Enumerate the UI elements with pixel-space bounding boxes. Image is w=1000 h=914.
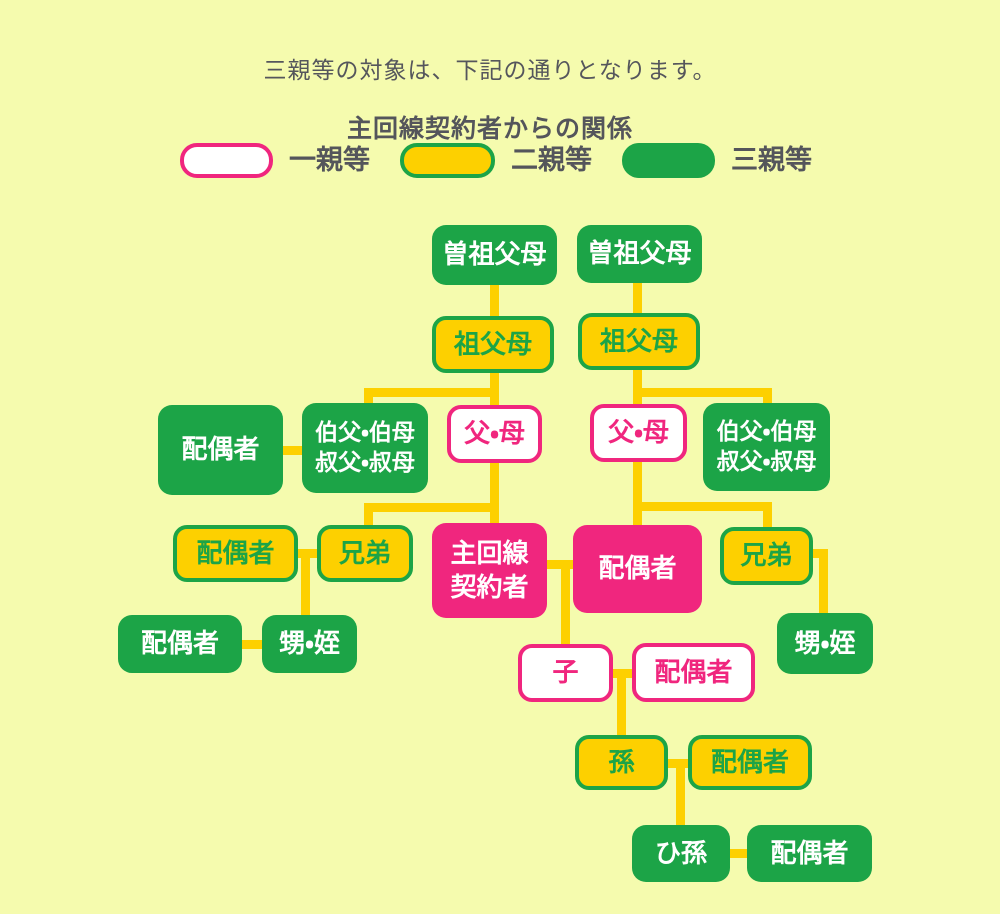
connector-line (676, 763, 685, 828)
connector-line (763, 392, 772, 406)
node-grandparents-right: 祖父母 (578, 313, 700, 370)
legend-swatch-first-degree (180, 143, 273, 178)
node-grandchild: 孫 (575, 735, 668, 790)
node-great-grandchild-spouse: 配偶者 (747, 825, 872, 882)
connector-line (637, 388, 772, 397)
connector-line (561, 564, 570, 647)
node-sibling-left: 兄弟 (317, 525, 413, 582)
node-parents-left: 父・母 (447, 405, 542, 463)
connector-line (364, 392, 373, 407)
node-grandparents-left: 祖父母 (432, 316, 554, 373)
node-nephew-niece-right: 甥・姪 (777, 613, 873, 674)
connector-line (544, 560, 576, 569)
intro-text: 三親等の対象は、下記の通りとなります。 (263, 57, 717, 83)
node-sibling-right: 兄弟 (720, 527, 813, 585)
node-sibling-spouse-left: 配偶者 (173, 525, 298, 582)
connector-line (727, 849, 750, 858)
node-nephew-niece-spouse-left: 配偶者 (118, 615, 242, 673)
connector-line (633, 460, 642, 528)
node-parents-right: 父・母 (590, 404, 687, 462)
connector-line (239, 640, 265, 649)
connector-line (763, 506, 772, 530)
node-uncle-aunt-right: 伯父・伯母 叔父・叔母 (703, 403, 830, 491)
legend-label-third-degree: 三親等 (731, 145, 812, 175)
node-main-contractor: 主回線 契約者 (432, 523, 547, 618)
legend-swatch-third-degree (622, 143, 715, 178)
connector-line (617, 673, 626, 738)
node-grandchild-spouse: 配偶者 (688, 735, 812, 790)
node-nephew-niece-left: 甥・姪 (262, 615, 357, 673)
node-main-spouse: 配偶者 (573, 525, 702, 613)
connector-line (364, 503, 499, 512)
legend-label-second-degree: 二親等 (511, 145, 592, 175)
legend-label-first-degree: 一親等 (289, 145, 370, 175)
node-child: 子 (518, 644, 613, 702)
connector-line (280, 446, 305, 455)
node-great-grandparents-right: 曽祖父母 (577, 225, 702, 283)
connector-line (633, 368, 642, 407)
connector-line (490, 461, 499, 526)
connector-line (364, 388, 499, 397)
connector-line (364, 507, 373, 528)
diagram-title: 主回線契約者からの関係 (346, 115, 633, 143)
connector-line (301, 553, 310, 618)
node-great-grandchild: ひ孫 (632, 825, 730, 882)
connector-line (633, 280, 642, 316)
connector-line (819, 549, 828, 616)
connector-line (490, 283, 499, 319)
node-child-spouse: 配偶者 (632, 643, 755, 702)
legend-swatch-second-degree (400, 143, 495, 178)
connector-line (637, 502, 772, 511)
node-great-grandparents-left: 曽祖父母 (432, 225, 557, 285)
node-uncle-aunt-spouse-left: 配偶者 (158, 405, 283, 495)
node-uncle-aunt-left: 伯父・伯母 叔父・叔母 (302, 403, 428, 493)
